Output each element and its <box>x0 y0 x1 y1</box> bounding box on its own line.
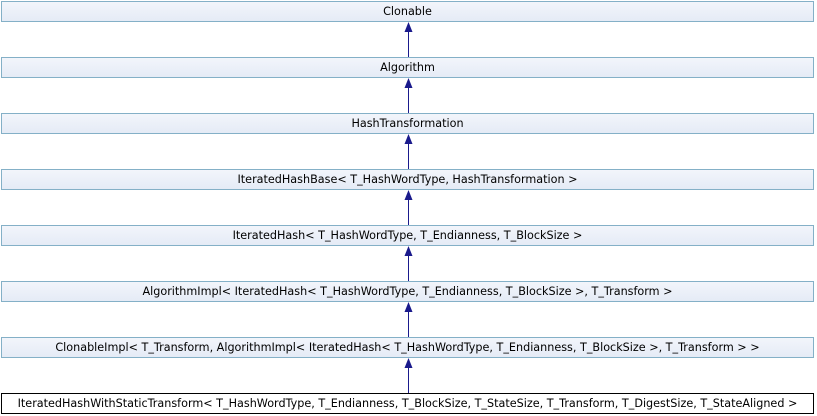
node-iterated-hash-base[interactable]: IteratedHashBase< T_HashWordType, HashTr… <box>1 169 814 190</box>
node-algorithm[interactable]: Algorithm <box>1 57 814 78</box>
node-algorithm-impl[interactable]: AlgorithmImpl< IteratedHash< T_HashWordT… <box>1 281 814 302</box>
edge-arrowhead <box>404 78 413 88</box>
edge-iterated-hash-base-to-hash-transformation <box>404 134 413 169</box>
edge-arrowhead <box>404 358 413 368</box>
edge-algorithm-impl-to-iterated-hash <box>404 246 413 281</box>
edge-arrowhead <box>404 22 413 32</box>
edge-arrowhead <box>404 190 413 200</box>
edge-iterated-hash-with-static-transform-to-clonable-impl <box>404 358 413 393</box>
edge-hash-transformation-to-algorithm <box>404 78 413 113</box>
node-iterated-hash[interactable]: IteratedHash< T_HashWordType, T_Endianne… <box>1 225 814 246</box>
node-iterated-hash-with-static-transform: IteratedHashWithStaticTransform< T_HashW… <box>1 393 814 414</box>
node-clonable[interactable]: Clonable <box>1 1 814 22</box>
node-clonable-impl[interactable]: ClonableImpl< T_Transform, AlgorithmImpl… <box>1 337 814 358</box>
edge-algorithm-to-clonable <box>404 22 413 57</box>
edge-clonable-impl-to-algorithm-impl <box>404 302 413 337</box>
edge-iterated-hash-to-iterated-hash-base <box>404 190 413 225</box>
edge-arrowhead <box>404 134 413 144</box>
edge-arrowhead <box>404 246 413 256</box>
node-hash-transformation[interactable]: HashTransformation <box>1 113 814 134</box>
edge-arrowhead <box>404 302 413 312</box>
